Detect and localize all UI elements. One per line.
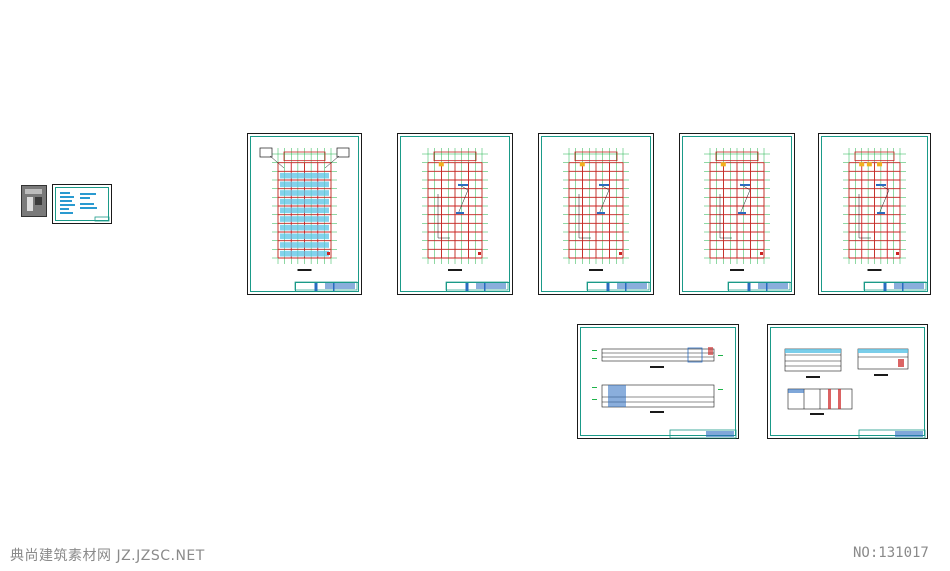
sheet-border: [400, 136, 510, 292]
floor-plan-sheet-3[interactable]: [538, 133, 654, 295]
sheet-border: [821, 136, 928, 292]
sheet-border: [682, 136, 792, 292]
floor-plan-sheet-1[interactable]: [247, 133, 362, 295]
watermark-number-label: NO:131017: [853, 545, 929, 561]
photo-block-light: [27, 197, 33, 211]
title-block: [728, 282, 791, 291]
floor-plan-sheet-4[interactable]: [679, 133, 795, 295]
title-block: [587, 282, 650, 291]
title-block: [864, 282, 927, 291]
elevation-sheet[interactable]: [577, 324, 739, 439]
sheet-border: [55, 187, 109, 221]
elevation-drawings: [592, 347, 737, 439]
watermark-site-label: 典尚建筑素材网 JZ.JZSC.NET: [10, 548, 205, 564]
photo-block-dark: [35, 197, 42, 205]
floor-plan-sheet-5[interactable]: [818, 133, 931, 295]
floor-plan-drawing: [259, 147, 358, 291]
section-sheet[interactable]: [767, 324, 928, 439]
photo-band: [25, 189, 42, 194]
section-drawings: [784, 348, 926, 439]
sheet-border: [580, 327, 736, 436]
design-notes-sheet[interactable]: [52, 184, 112, 224]
floor-plan-sheet-2[interactable]: [397, 133, 513, 295]
notes-text-blocks: [60, 192, 110, 222]
title-block: [295, 282, 358, 291]
sheet-border: [770, 327, 925, 436]
sheet-border: [541, 136, 651, 292]
sheet-border: [250, 136, 359, 292]
cover-photo-thumbnail[interactable]: [21, 185, 47, 217]
title-block: [446, 282, 509, 291]
